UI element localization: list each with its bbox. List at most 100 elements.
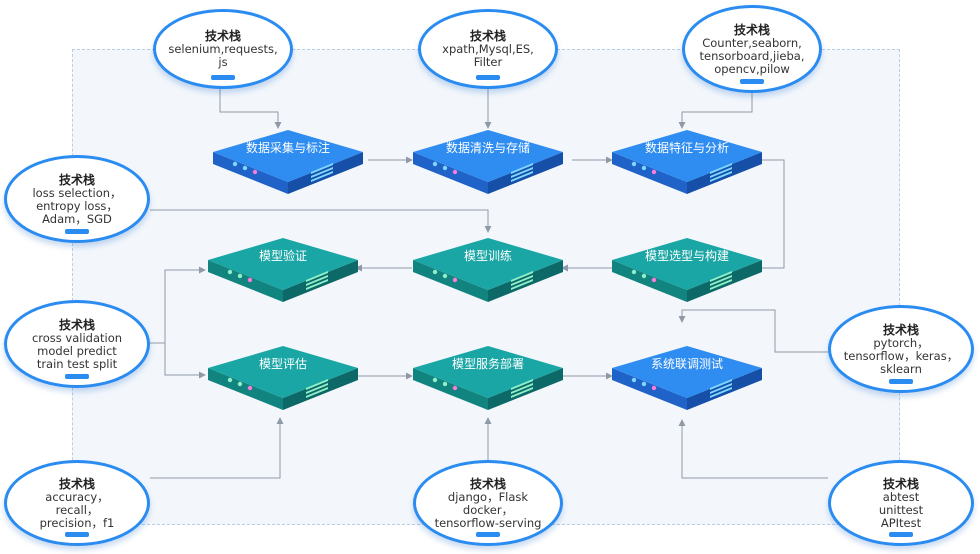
status-light <box>651 277 657 283</box>
status-light <box>242 165 248 171</box>
bubble-line: loss selection， <box>32 185 122 200</box>
bubble-title: 技术栈 <box>882 476 919 491</box>
server-block-icon <box>413 346 563 410</box>
status-light <box>237 381 243 387</box>
status-light <box>232 161 238 167</box>
vent-stripe <box>710 163 732 174</box>
status-light <box>631 269 637 275</box>
status-light <box>442 165 448 171</box>
status-light <box>432 377 438 383</box>
connector-b5-n7 <box>164 270 206 379</box>
bubble-line: entropy loss， <box>36 198 118 213</box>
block-right-face <box>687 152 762 194</box>
bubble-line: docker， <box>462 502 514 517</box>
status-light <box>631 161 637 167</box>
vent-stripe <box>311 171 333 182</box>
bubble-title: 技术栈 <box>204 29 241 43</box>
block-left-face <box>413 152 488 194</box>
block-right-face <box>488 152 563 194</box>
bubble-line: recall， <box>55 502 99 517</box>
status-light <box>442 273 448 279</box>
status-light <box>631 377 637 383</box>
status-light <box>432 161 438 167</box>
bubble-line: tensorboard,jieba, <box>699 48 805 63</box>
block-top-face <box>208 346 358 398</box>
status-light <box>452 385 458 391</box>
process-node-system-testing: 系统联调测试 <box>612 346 762 410</box>
bubble-title: 技术栈 <box>58 172 95 187</box>
status-light <box>641 273 647 279</box>
process-node-data-cleaning: 数据清洗与存储 <box>413 130 563 194</box>
status-light <box>432 269 438 275</box>
bubble-tag <box>65 532 89 537</box>
block-top-face <box>213 130 363 182</box>
server-block-icon <box>208 238 358 302</box>
node-label: 系统联调测试 <box>650 357 723 371</box>
bubble-line: django，Flask <box>447 489 529 504</box>
node-label: 模型评估 <box>258 357 307 371</box>
process-node-model-selection: 模型选型与构建 <box>612 238 762 302</box>
bubble-tag <box>476 532 500 537</box>
process-node-model-deployment: 模型服务部署 <box>413 346 563 410</box>
tech-stack-bubble-testing: 技术栈 abtest unittest APItest <box>828 460 974 546</box>
vent-stripe <box>306 387 328 398</box>
block-left-face <box>612 368 687 410</box>
block-top-face <box>612 346 762 398</box>
status-light <box>651 169 657 175</box>
block-top-face <box>413 346 563 398</box>
vent-stripe <box>511 379 533 390</box>
status-light <box>651 385 657 391</box>
vent-stripe <box>511 279 533 290</box>
node-label: 模型服务部署 <box>451 357 524 371</box>
connector-b5-n4n7 <box>150 266 206 344</box>
block-right-face <box>288 152 363 194</box>
server-block-icon <box>208 346 358 410</box>
status-light <box>247 277 253 283</box>
bubble-line: Adam，SGD <box>42 211 112 226</box>
bubble-title: 技术栈 <box>58 317 95 332</box>
node-label: 模型选型与构建 <box>644 249 729 263</box>
vent-stripe <box>306 275 328 286</box>
bubble-tag <box>740 79 764 84</box>
tech-stack-bubble-cleaning: 技术栈 xpath,Mysql,ES, Filter <box>418 9 558 89</box>
bubble-line: accuracy， <box>45 489 109 504</box>
connector-b4-n5 <box>150 209 492 233</box>
bubble-title: 技术栈 <box>58 476 95 491</box>
vent-stripe <box>306 383 328 394</box>
block-left-face <box>413 368 488 410</box>
bubble-line: tensorflow，keras， <box>843 348 959 363</box>
tech-stack-bubble-deployment: 技术栈 django，Flask docker， tensorflow-serv… <box>413 460 563 546</box>
block-right-face <box>687 260 762 302</box>
connector-b3-n3 <box>678 93 753 129</box>
node-label: 模型验证 <box>258 249 307 263</box>
vent-stripe <box>511 167 533 178</box>
bubble-line: APItest <box>880 515 922 530</box>
process-node-model-validation: 模型验证 <box>208 238 358 302</box>
block-top-face <box>413 238 563 290</box>
flow-n3-n6 <box>755 159 785 272</box>
status-light <box>252 169 258 175</box>
status-light <box>227 269 233 275</box>
server-block-icon <box>612 130 762 194</box>
node-label: 数据采集与标注 <box>245 141 330 155</box>
vent-stripe <box>710 171 732 182</box>
vent-stripe <box>306 279 328 290</box>
bubble-line: sklearn <box>880 361 922 376</box>
process-node-data-collection: 数据采集与标注 <box>213 130 363 194</box>
bubble-line: js <box>218 55 228 69</box>
bubble-line: cross validation <box>31 330 123 345</box>
bubble-tag <box>65 229 89 234</box>
server-block-icon <box>213 130 363 194</box>
status-light <box>247 385 253 391</box>
tech-stack-bubble-analysis: 技术栈 Counter,seaborn, tensorboard,jieba, … <box>682 5 822 93</box>
process-node-model-evaluation: 模型评估 <box>208 346 358 410</box>
block-left-face <box>413 260 488 302</box>
block-right-face <box>687 368 762 410</box>
status-light <box>641 381 647 387</box>
block-left-face <box>612 152 687 194</box>
vent-stripe <box>311 167 333 178</box>
server-block-icon <box>612 238 762 302</box>
server-block-icon <box>612 346 762 410</box>
